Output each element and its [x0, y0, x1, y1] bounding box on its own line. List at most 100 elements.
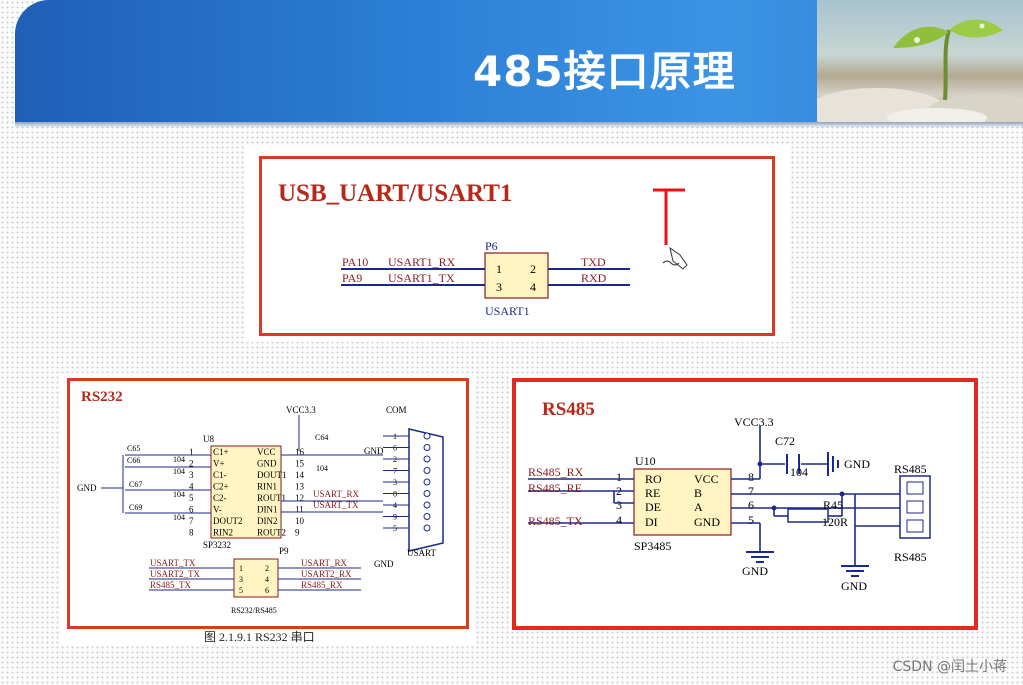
net-rs485-rx: RS485_RX [528, 465, 584, 479]
p9-net-usart2-tx: USART2_TX [150, 569, 200, 579]
text-cursor-icon [653, 188, 685, 245]
u10-pin-di: DI [645, 515, 658, 529]
p9-net-rs485-tx: RS485_TX [150, 580, 192, 590]
u8-pin-num-3: 3 [189, 470, 194, 480]
p9-net-usart2-rx: USART2_RX [301, 569, 352, 579]
p6-name: USART1 [485, 304, 530, 318]
u10-pin-num-6: 6 [748, 498, 754, 512]
gnd-label-terminal: GND [841, 579, 867, 593]
u10-name: SP3485 [634, 539, 671, 553]
u10-pin-de: DE [645, 500, 661, 514]
p9-wires [149, 567, 361, 591]
rs232-gnd-left: GND [77, 483, 97, 493]
terminal-slot-1 [906, 481, 924, 495]
u8-pin-vcc: VCC [257, 447, 276, 457]
u8-pin-num-4: 4 [189, 482, 194, 492]
p9-ref: P9 [279, 546, 289, 556]
u8-pin-c2: C2+ [213, 482, 229, 492]
db9-contact-7 [423, 467, 431, 474]
u8-pin-rin2: RIN2 [213, 528, 233, 538]
rs232-vcc: VCC3.3 [286, 405, 316, 415]
cap-c69: C69 [129, 503, 142, 512]
rs232-gnd-right: GND [364, 446, 384, 456]
u10-pin-num-8: 8 [748, 470, 754, 484]
p9-pin-1: 1 [239, 564, 243, 573]
p6-pin-1: 1 [496, 262, 502, 276]
u10-pin-num-3: 3 [616, 498, 622, 512]
r45-resistor [787, 508, 829, 523]
u8-name: SP3232 [203, 540, 231, 550]
net-usart1-rx: USART1_RX [388, 255, 456, 269]
net-rs485-re: RS485_RE [528, 481, 582, 495]
terminal-slot-3 [906, 519, 924, 533]
p6-pin-4: 4 [530, 280, 536, 294]
u8-pin-rout2: ROUT2 [257, 528, 286, 538]
u10-pin-a: A [694, 500, 703, 514]
junction-vcc [757, 461, 763, 467]
rs485-vcc: VCC3.3 [734, 415, 774, 429]
u8-pin-num-14: 14 [295, 470, 305, 480]
rs232-schematic: RS232 U8 SP3232 C1+1V+2C1-3C2+4C2-5V-6DO… [77, 389, 444, 644]
u10-chip-body [633, 468, 732, 536]
rs232-cap-wires [101, 454, 383, 514]
usart-heading: USB_UART/USART1 [278, 180, 512, 207]
cap-c66: C66 [127, 456, 140, 465]
cap-c67-value: 104 [173, 490, 185, 499]
u8-pin-num-1: 1 [189, 447, 194, 457]
db9-contact-4 [423, 501, 431, 509]
rs232-frame [67, 378, 469, 629]
p6-ref: P6 [485, 239, 498, 253]
gnd-label-chip: GND [742, 564, 768, 578]
db9-contact-8 [423, 490, 431, 497]
db9-contact-9 [423, 513, 431, 520]
u10-pin-num-4: 4 [616, 513, 622, 527]
u8-pin-num-12: 12 [295, 493, 304, 503]
rs232-gnd-bottom: GND [374, 559, 394, 569]
gnd-symbol-chip [746, 551, 774, 563]
pin-pa10: PA10 [342, 255, 368, 269]
u10-pin-b: B [694, 486, 702, 500]
title-bar-shadow [15, 122, 1023, 128]
db9-contact-1 [423, 432, 431, 440]
db9-contact-3 [423, 478, 431, 486]
db9-contact-6 [423, 444, 431, 451]
u10-ref: U10 [635, 454, 656, 468]
gnd-label-top: GND [844, 457, 870, 471]
c72-ref: C72 [775, 434, 795, 448]
plant-photo [807, 0, 1023, 122]
gnd-symbol-terminal [841, 565, 869, 577]
p6-pin-2: 2 [530, 262, 536, 276]
r45-value: 120R [822, 515, 848, 529]
u8-pin-v: V+ [213, 459, 225, 469]
u8-pin-dout2: DOUT2 [213, 516, 243, 526]
u8-pin-c1: C1+ [213, 447, 229, 457]
u8-pin-dout1: DOUT1 [257, 470, 287, 480]
u10-pin-num-1: 1 [616, 470, 622, 484]
rs485-frame [512, 378, 978, 630]
u8-pin-rin1: RIN1 [257, 482, 277, 492]
p9-pin-5: 5 [239, 586, 243, 595]
rs232-com: COM [386, 405, 407, 415]
db9-name: USART [407, 548, 436, 558]
terminal-label-bottom: RS485 [894, 550, 927, 564]
usart-schematic-panel: USB_UART/USART1 P6 USART1 1 2 3 4 PA10 P… [245, 145, 790, 342]
u8-pin-c2: C2- [213, 493, 227, 503]
u10-pin-num-5: 5 [748, 513, 754, 527]
rs232-caption: 图 2.1.9.1 RS232 串口 [204, 630, 315, 644]
p9-pin-2: 2 [265, 564, 269, 573]
cap-c65: C65 [127, 444, 140, 453]
u10-pin-gnd: GND [694, 515, 720, 529]
net-rxd: RXD [581, 271, 607, 285]
u8-pin-din1: DIN1 [257, 505, 278, 515]
u8-pin-num-16: 16 [295, 447, 305, 457]
u10-pin-vcc: VCC [694, 472, 719, 486]
sprout-image [807, 19, 1023, 122]
u10-pin-re: RE [645, 486, 660, 500]
p9-pin-3: 3 [239, 575, 243, 584]
p9-pin-6: 6 [265, 586, 269, 595]
